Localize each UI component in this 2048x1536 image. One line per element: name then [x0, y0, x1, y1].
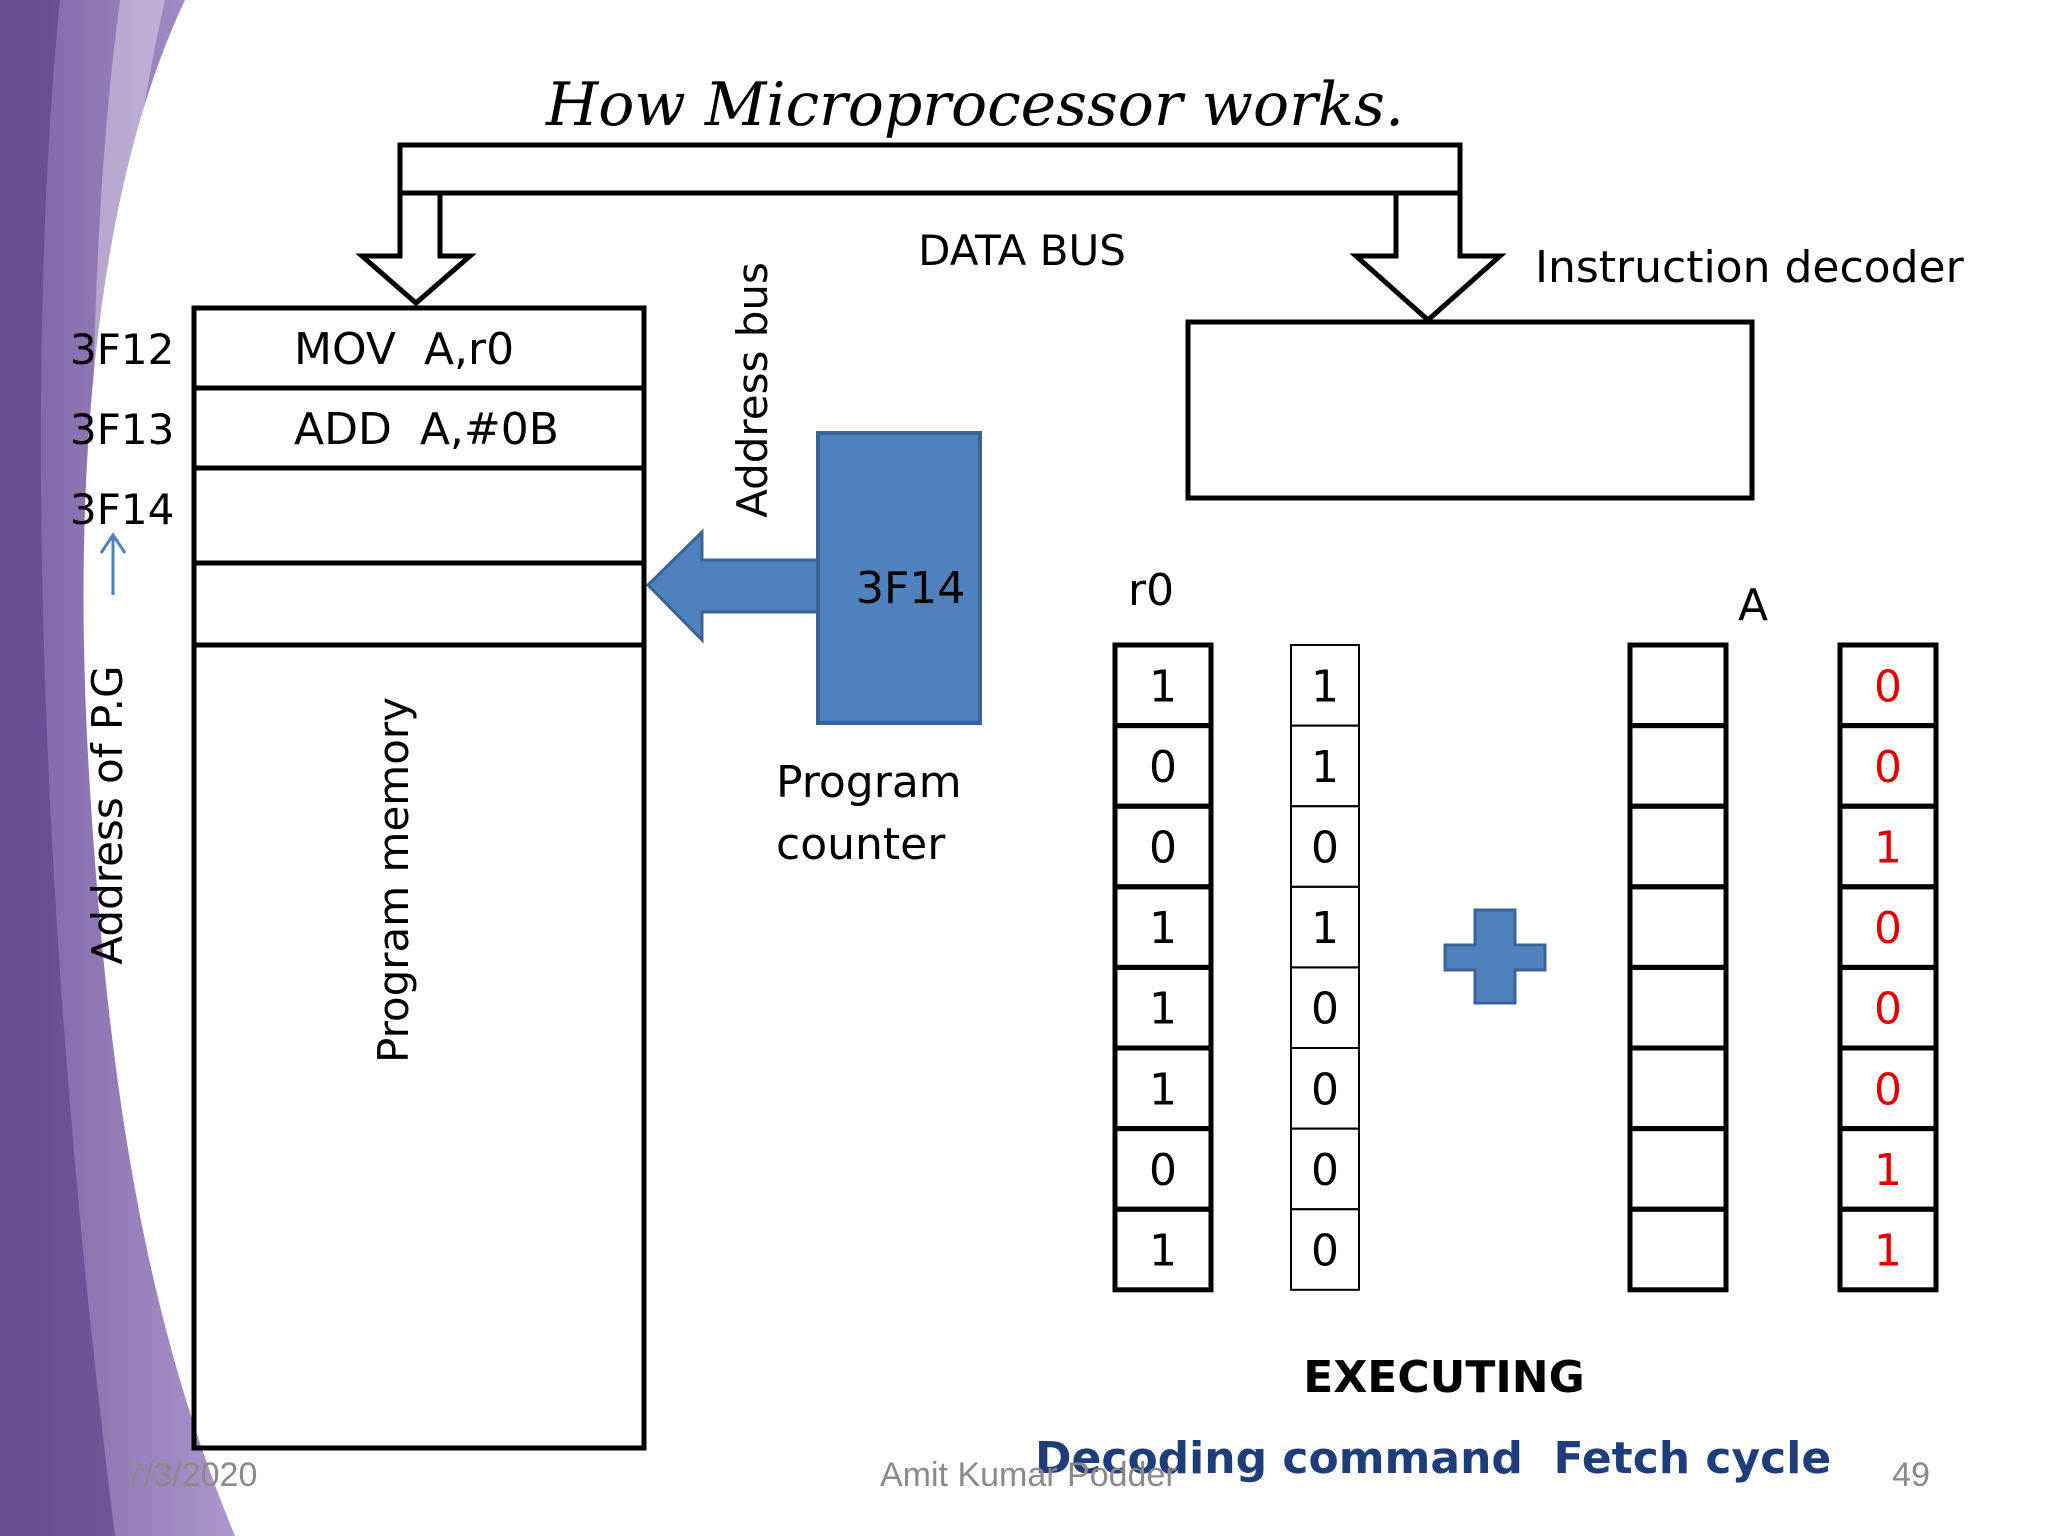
- a-register-cell: [1627, 1126, 1729, 1212]
- a-register-cell: [1627, 1206, 1729, 1293]
- a-register: [1627, 642, 1729, 1293]
- operand-bit: 1: [1311, 661, 1339, 712]
- slide-title: How Microprocessor works.: [545, 70, 1404, 140]
- result-bit: 0: [1874, 1064, 1902, 1115]
- program-memory-label: Program memory: [369, 697, 418, 1063]
- operand-bit: 0: [1311, 1064, 1339, 1115]
- r0-bit: 0: [1149, 1145, 1177, 1196]
- a-label: A: [1738, 580, 1768, 631]
- operand-cell: [1290, 1208, 1360, 1291]
- operand-bit: 1: [1311, 742, 1339, 793]
- operand-bit: 0: [1311, 984, 1339, 1035]
- r0-bit: 0: [1149, 742, 1177, 793]
- program-counter-label-line1: Program: [776, 757, 962, 808]
- data-bus-arrow: [355, 142, 1507, 324]
- address-bus-label: Address bus: [728, 262, 777, 518]
- r0-bit: 1: [1149, 661, 1177, 712]
- r0-register: 1 0 0 1 1 1 0 1: [1112, 642, 1214, 1293]
- result-bit: 1: [1874, 823, 1902, 874]
- memory-address-3: 3F14: [70, 485, 174, 534]
- footer-author: Amit Kumar Podder: [880, 1456, 1177, 1494]
- r0-bit: 1: [1149, 1226, 1177, 1277]
- r0-bit: 1: [1149, 1064, 1177, 1115]
- plus-icon: [1443, 908, 1547, 1005]
- a-register-cell: [1627, 964, 1729, 1051]
- result-cell: [1837, 1206, 1939, 1293]
- r0-cell: [1112, 1206, 1214, 1293]
- executing-label: EXECUTING: [1303, 1352, 1584, 1403]
- address-of-pg-label: Address of P.G: [83, 665, 132, 964]
- a-register-cell: [1627, 1045, 1729, 1132]
- operand-register: 1 1 0 1 0 0 0 0: [1290, 644, 1360, 1291]
- data-bus-label: DATA BUS: [918, 226, 1126, 275]
- result-bit: 0: [1874, 984, 1902, 1035]
- operand-bit: 0: [1311, 1145, 1339, 1196]
- result-bit: 0: [1874, 742, 1902, 793]
- address-pointer-arrow: [99, 532, 127, 595]
- program-memory: [191, 305, 647, 1451]
- result-bit: 0: [1874, 661, 1902, 712]
- result-register: 0 0 1 0 0 0 1 1: [1837, 642, 1939, 1293]
- footer-date: 7/3/2020: [125, 1456, 257, 1494]
- a-register-cell: [1627, 884, 1729, 970]
- r0-label: r0: [1128, 565, 1174, 616]
- memory-address-1: 3F12: [70, 325, 174, 374]
- r0-bit: 1: [1149, 984, 1177, 1035]
- operand-bit: 0: [1311, 823, 1339, 874]
- address-bus-arrow: [645, 528, 822, 644]
- memory-address-2: 3F13: [70, 405, 174, 454]
- memory-instruction-1: MOV A,r0: [294, 324, 514, 375]
- page-number: 49: [1892, 1456, 1930, 1494]
- a-register-cell: [1627, 642, 1729, 729]
- a-register-cell: [1627, 723, 1729, 809]
- operand-bit: 0: [1311, 1226, 1339, 1277]
- program-counter-value: 3F14: [856, 563, 965, 614]
- memory-instruction-2: ADD A,#0B: [294, 404, 559, 455]
- program-counter-box: [816, 431, 982, 725]
- r0-bit: 1: [1149, 903, 1177, 954]
- a-register-cell: [1627, 803, 1729, 890]
- result-bit: 1: [1874, 1145, 1902, 1196]
- operand-bit: 1: [1311, 903, 1339, 954]
- instruction-decoder-label: Instruction decoder: [1535, 242, 1965, 293]
- cycle-status-text: Decoding command Fetch cycle: [1035, 1433, 1831, 1484]
- result-bit: 1: [1874, 1226, 1902, 1277]
- program-counter-label-line2: counter: [776, 819, 946, 870]
- result-bit: 0: [1874, 903, 1902, 954]
- r0-bit: 0: [1149, 823, 1177, 874]
- instruction-decoder-box: [1185, 319, 1755, 501]
